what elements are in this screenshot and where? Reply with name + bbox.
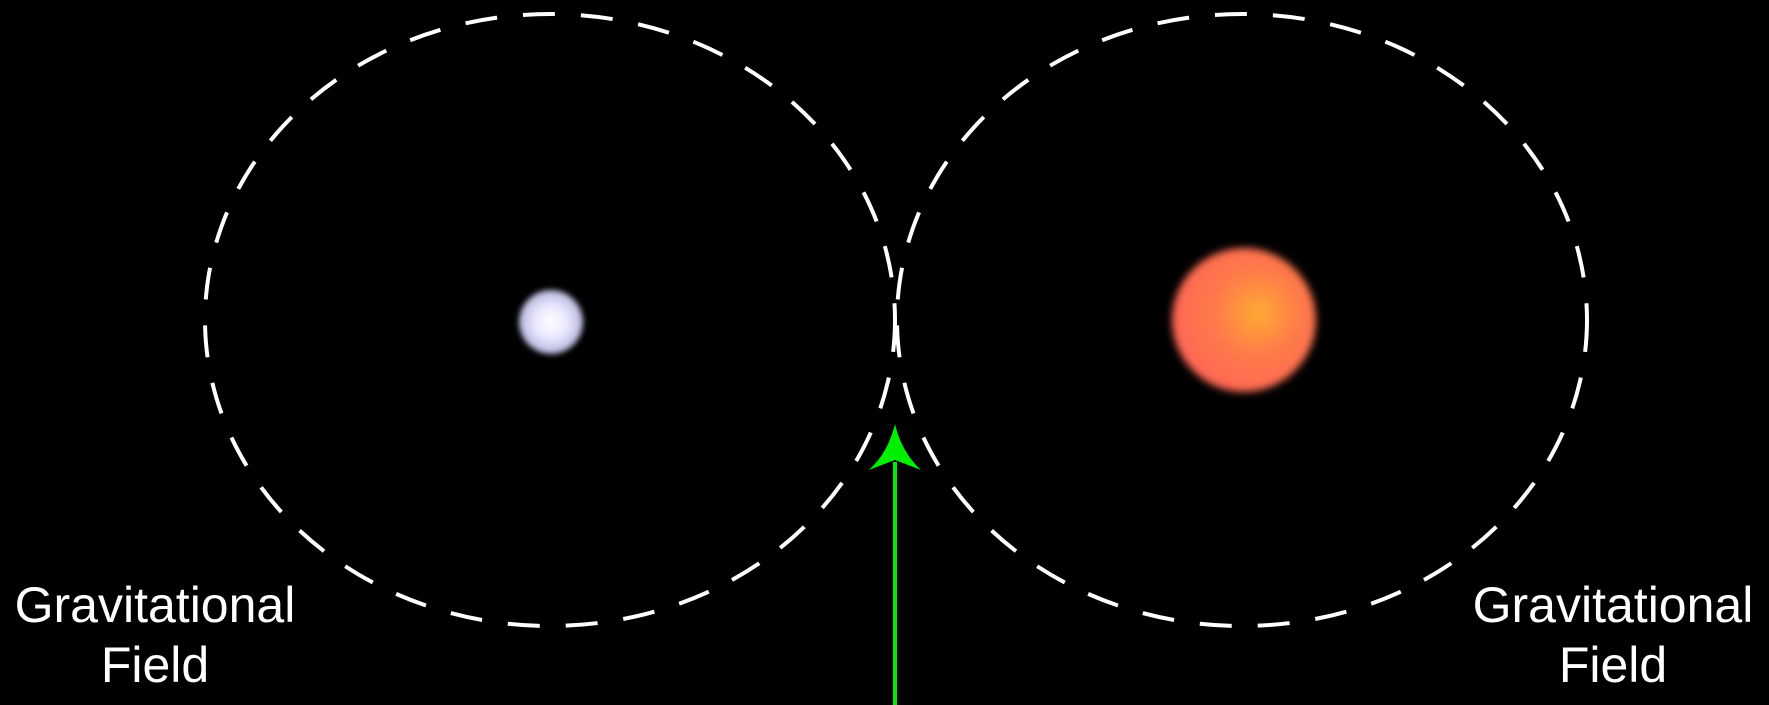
left-field-label-line1: Gravitational <box>14 577 296 633</box>
right-star <box>1172 248 1316 392</box>
right-field-label: Gravitational Field <box>1458 575 1768 695</box>
left-field-label: Gravitational Field <box>0 575 310 695</box>
right-field-boundary <box>895 12 1589 628</box>
right-field-label-line2: Field <box>1558 637 1668 693</box>
left-field-label-line2: Field <box>100 637 210 693</box>
right-field-label-line1: Gravitational <box>1472 577 1754 633</box>
arrow-head <box>869 424 921 470</box>
left-star <box>519 290 583 354</box>
left-field-boundary <box>203 12 897 628</box>
